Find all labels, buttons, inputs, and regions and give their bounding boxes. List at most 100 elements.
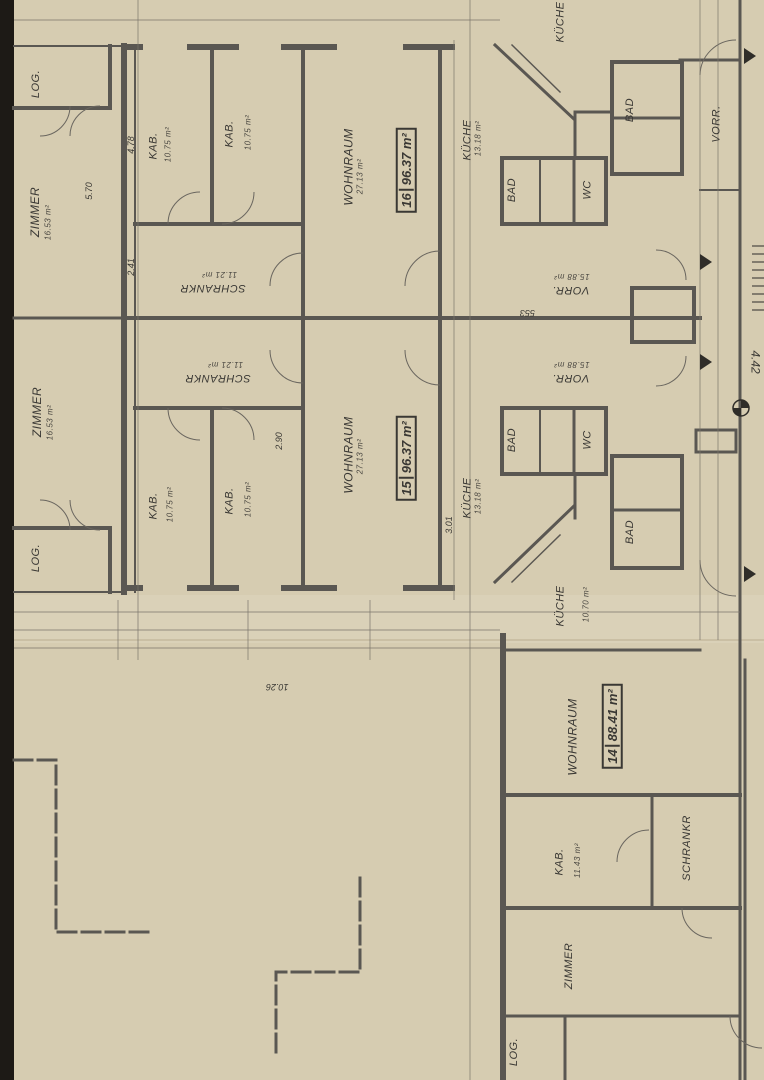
stair-outline [12,758,152,934]
dimension-label: 5.70 [83,182,94,200]
shaft-block [630,286,696,344]
room-label-kab-a: KAB. [147,132,160,160]
area-wohnraum-15: 27.13 m² [355,438,365,475]
door-arc [39,499,71,531]
room-label-kuche-top: KÜCHE [554,1,567,43]
room-label-kuche-lower: KÜCHE [554,585,567,627]
unit-number: 15 [398,476,414,496]
room-label-bad-top: BAD [624,97,637,123]
room-label-kab-b: KAB. [223,120,236,148]
area-kuche-16: 13.18 m² [473,120,483,157]
area-kuche-lower: 10.70 m² [581,586,591,623]
door-arc [269,349,304,384]
area-zimmer-top: 16.53 m² [43,204,53,241]
door-arc [655,355,687,387]
door-arc [69,105,101,137]
unit-area: 96.37 m² [398,421,414,474]
unit-area: 96.37 m² [398,133,414,186]
area-schrankr-top: 11.21 m² [202,270,237,279]
door-arc [681,907,713,939]
section-marker [732,399,750,417]
room-label-wohnraum-14: WOHNRAUM [565,698,580,776]
dimension-lines [14,0,740,1080]
level-markers [700,48,756,582]
area-vorr-15: 15.88 m² [554,360,590,369]
dimension-label: 553 [520,308,536,318]
area-vorr-16: 15.88 m² [554,272,590,281]
unit-area: 88.41 m² [604,689,620,742]
level-marker [700,354,712,370]
door-swings [39,39,763,1049]
area-kab-d: 10.75 m² [243,481,253,518]
room-label-kab-d: KAB. [223,487,236,515]
room-label-zimmer-top: ZIMMER [28,186,43,238]
area-kuche-15: 13.18 m² [473,478,483,515]
room-label-bad-15: BAD [506,427,519,453]
door-arc [269,252,304,287]
level-marker [744,566,756,582]
door-arc [616,829,650,863]
area-wohnraum-16: 27.13 m² [355,158,365,195]
room-label-kuche-16: KÜCHE [461,119,474,161]
door-arc [699,559,737,597]
room-label-wc-16: WC [581,180,594,200]
stair-outline [274,876,362,1060]
door-arc [167,191,201,225]
unit-tag-14: 14 88.41 m² [601,684,623,769]
area-kab-c: 10.75 m² [165,486,175,523]
paper-fold [14,595,764,643]
dimension-label: 3.01 [443,516,454,534]
room-label-bad-mid: BAD [624,519,637,545]
room-label-loc-lower: LOG. [508,1037,521,1067]
room-label-loc-bottom: LOG. [30,543,43,573]
room-label-kuche-15: KÜCHE [461,477,474,519]
room-label-schrankr-lower: SCHRANKR [680,815,693,881]
unit-tag-16: 16 96.37 m² [395,128,417,213]
area-kab-a: 10.75 m² [163,126,173,163]
dimension-label: 2.90 [273,432,284,450]
unit-number: 16 [398,188,414,208]
dimension-label: 4.42 [748,350,763,374]
door-arc [221,407,255,441]
kitchen-counter [492,42,577,160]
room-label-kab-c: KAB. [147,492,160,520]
door-arc [69,499,101,531]
room-label-schrankr-top: SCHRANKR [180,282,246,294]
door-arc [729,1015,763,1049]
area-schrankr-mid: 11.21 m² [208,360,243,369]
level-marker [744,48,756,64]
door-arc [655,249,687,281]
door-arc [221,191,255,225]
room-label-wohnraum-16: WOHNRAUM [341,128,356,206]
dimension-label: 2.41 [125,258,136,276]
bath-block [610,454,684,570]
bath-block [500,156,608,226]
dimension-label: 4.78 [125,136,136,154]
bath-block [500,406,608,476]
unit-tag-15: 15 96.37 m² [395,416,417,501]
door-arc [404,250,441,287]
unit-number: 14 [604,744,620,764]
kitchen-counter [492,472,577,585]
stair-hatch [752,245,764,311]
room-label-kab-e: KAB. [553,848,566,876]
section-fill [733,400,749,416]
room-label-loc-top: LOG. [30,69,43,99]
room-label-wc-15: WC [581,430,594,450]
dimension-label: 10.26 [266,682,289,692]
door-arc [167,407,201,441]
room-label-schrankr-mid: SCHRANKR [185,372,251,384]
kitchen-counter [510,43,562,94]
room-label-zimmer-bottom: ZIMMER [30,386,45,438]
level-marker [700,254,712,270]
door-arc [699,39,737,76]
area-zimmer-bottom: 16.53 m² [45,404,55,441]
room-label-vorr-16: VORR. [552,284,590,296]
door-arc [39,105,71,137]
door-arc [404,349,441,386]
walls [12,0,747,1080]
room-label-wohnraum-15: WOHNRAUM [341,416,356,494]
room-label-vorr-top: VORR. [710,105,723,143]
